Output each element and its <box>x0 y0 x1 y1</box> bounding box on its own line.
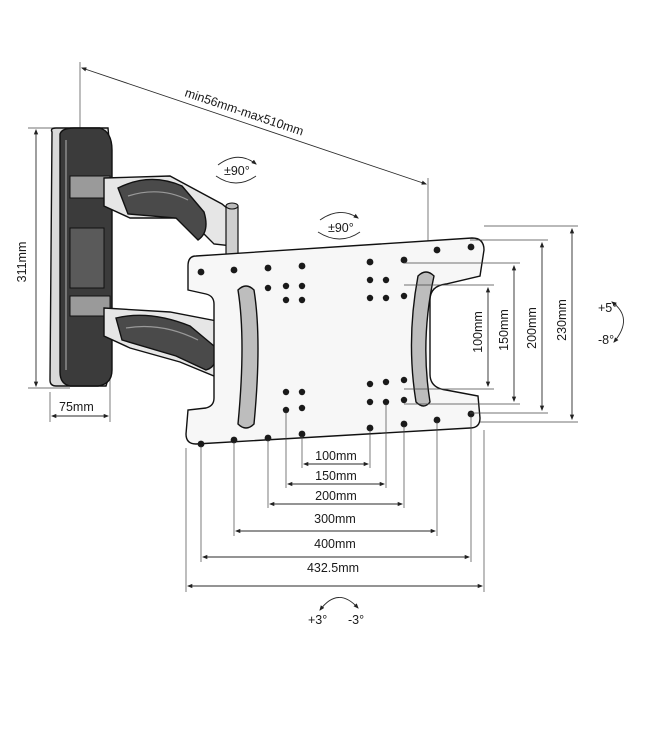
reach-label: min56mm-max510mm <box>183 86 305 139</box>
wall-plate-depth-label: 75mm <box>59 400 94 414</box>
vertical-dim-200: 200mm <box>525 307 539 349</box>
vertical-dim-230: 230mm <box>555 299 569 341</box>
tilt-up-label: +5° <box>598 301 617 315</box>
vertical-dimensions: 100mm 150mm 200mm 230mm <box>404 225 578 423</box>
upper-arm <box>103 175 235 247</box>
tilt-down-label: -8° <box>598 333 614 347</box>
horizontal-dim-100: 100mm <box>315 449 357 463</box>
vertical-dim-150: 150mm <box>497 309 511 351</box>
horizontal-dimensions: 100mm 150mm 200mm 300mm 400mm 432.5mm <box>185 404 485 592</box>
horizontal-dim-432-5: 432.5mm <box>307 561 359 575</box>
wall-plate-depth-dimension: 75mm <box>49 372 111 422</box>
wall-plate-height-label: 311mm <box>15 242 29 283</box>
tv-bracket-plate <box>185 237 485 445</box>
swivel-upper-indicator: ±90° <box>215 156 257 184</box>
vertical-dim-100: 100mm <box>471 311 485 353</box>
wall-plate <box>49 127 113 387</box>
bracket-holes <box>197 243 475 448</box>
tilt-indicator: +5° -8° <box>598 301 624 347</box>
horizontal-dim-150: 150mm <box>315 469 357 483</box>
reach-dimension: min56mm-max510mm <box>79 62 429 248</box>
horizontal-dim-400: 400mm <box>314 537 356 551</box>
lower-arm <box>103 307 237 377</box>
swivel-lower-indicator: ±90° <box>317 212 361 240</box>
swivel-upper-label: ±90° <box>224 164 250 178</box>
swivel-lower-label: ±90° <box>328 221 354 235</box>
horizontal-dim-300: 300mm <box>314 512 356 526</box>
horizontal-dim-200: 200mm <box>315 489 357 503</box>
level-plus-label: +3° <box>308 613 327 627</box>
wall-plate-height-dimension: 311mm <box>15 127 80 389</box>
level-minus-label: -3° <box>348 613 364 627</box>
level-adjust-indicator: +3° -3° <box>308 597 364 627</box>
